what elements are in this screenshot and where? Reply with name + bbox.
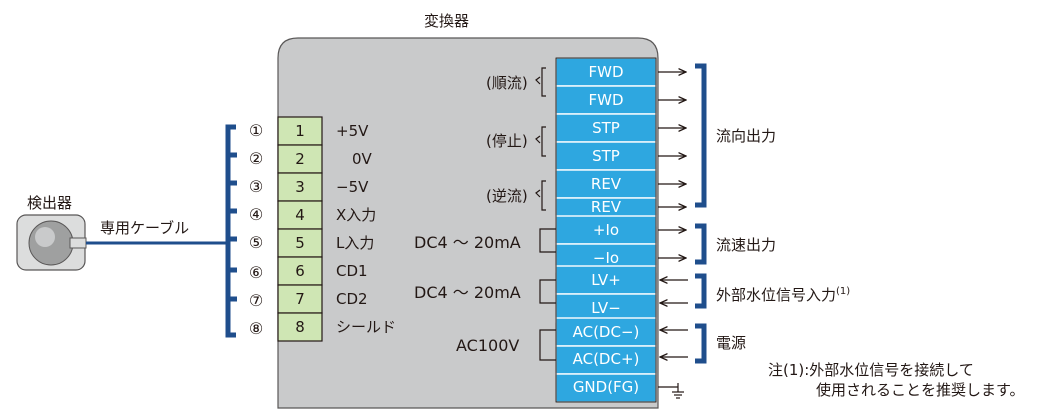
relay-label: (逆流) [486, 187, 528, 205]
output-signal: FWD [588, 91, 624, 109]
terminal-number: 6 [295, 262, 305, 280]
relay-label: (停止) [486, 132, 528, 150]
relay-label: (順流) [486, 74, 528, 92]
output-signal: AC(DC−) [572, 323, 640, 341]
output-terminal-block [555, 57, 657, 403]
cable-bracket [225, 124, 236, 338]
water-level-text: 外部水位信号入力 [716, 286, 837, 304]
output-signal: +Io [592, 221, 620, 239]
footnote-line-2: 使用されることを推奨します。 [816, 381, 1025, 399]
detector-label: 検出器 [27, 194, 73, 212]
terminal-label: −5V [336, 178, 369, 196]
flow-speed-label: 流速出力 [716, 236, 777, 254]
terminal-label: CD1 [336, 262, 368, 280]
terminal-label: 0V [352, 150, 372, 168]
output-signal: AC(DC+) [572, 350, 640, 368]
dc-current-label: DC4 ～ 20mA [414, 233, 521, 252]
terminal-number: 3 [295, 178, 305, 196]
footnote-line-1: 注(1):外部水位信号を接続して [768, 361, 974, 379]
water-level-label: 外部水位信号入力(1) [716, 283, 850, 304]
circled-number: ⑥ [248, 263, 264, 282]
input-terminal-block [277, 116, 323, 342]
terminal-number: 5 [295, 234, 305, 252]
circled-number: ⑦ [248, 291, 264, 310]
output-signal: LV− [591, 299, 621, 317]
circled-number: ⑤ [248, 233, 264, 252]
output-signal: STP [592, 147, 620, 165]
flow-speed-bracket [695, 223, 707, 265]
output-signal: STP [592, 119, 620, 137]
terminal-label: CD2 [336, 290, 368, 308]
flow-direction-bracket [695, 63, 707, 208]
ground-icon [672, 391, 684, 399]
terminal-number: 8 [295, 318, 305, 336]
flow-direction-label: 流向出力 [716, 127, 777, 145]
terminal-number: 1 [295, 122, 305, 140]
terminal-number: 7 [295, 290, 305, 308]
ac-voltage-label: AC100V [456, 336, 520, 355]
circled-number: ② [248, 149, 264, 168]
output-signal: REV [590, 198, 622, 216]
terminal-label: シールド [336, 318, 397, 336]
circled-number: ③ [248, 177, 264, 196]
output-signal: FWD [588, 63, 624, 81]
circled-number: ① [248, 121, 264, 140]
terminal-number: 4 [295, 206, 305, 224]
terminal-number: 2 [295, 150, 305, 168]
output-signal: REV [590, 175, 622, 193]
relay-contacts [535, 67, 546, 211]
dc-current-label: DC4 ～ 20mA [414, 283, 521, 302]
output-signal: LV+ [591, 271, 621, 289]
circled-number: ④ [248, 205, 264, 224]
cable-label: 専用ケーブル [100, 219, 190, 237]
terminal-label: +5V [336, 122, 369, 140]
power-bracket [695, 323, 707, 364]
terminal-label: L入力 [336, 234, 375, 252]
footnote-marker: (1) [836, 286, 851, 297]
circled-number: ⑧ [248, 319, 264, 338]
converter-title: 変換器 [424, 12, 470, 30]
water-level-bracket [695, 273, 707, 309]
output-signal: −Io [592, 249, 620, 267]
power-label: 電源 [716, 334, 747, 352]
terminal-label: X入力 [336, 206, 377, 224]
output-signal: GND(FG) [572, 378, 640, 396]
